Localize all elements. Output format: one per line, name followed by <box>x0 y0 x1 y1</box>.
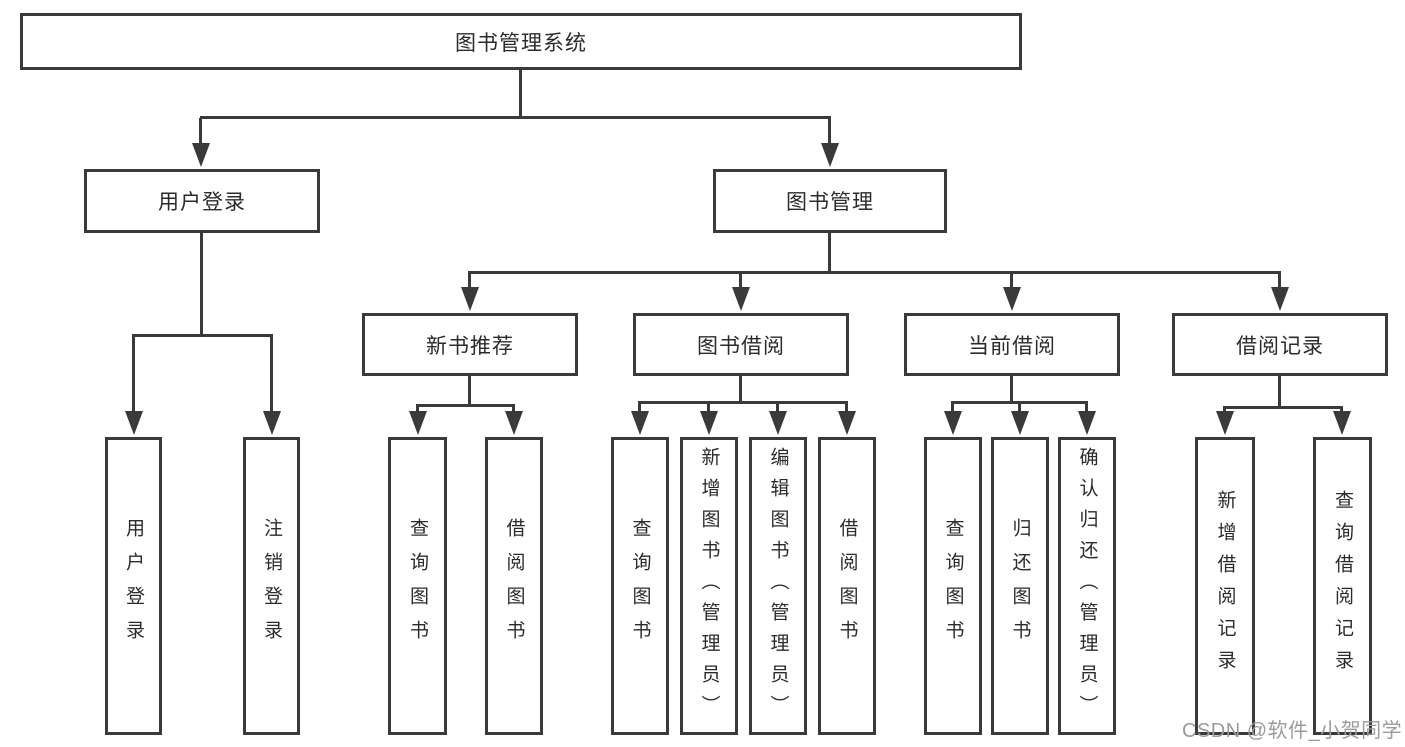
arrow-down-icon <box>700 411 718 435</box>
arrow-down-icon <box>1271 287 1289 311</box>
connector-line <box>1223 408 1226 413</box>
arrow-down-icon <box>1011 411 1029 435</box>
arrow-down-icon <box>461 287 479 311</box>
connector-line <box>132 336 135 413</box>
connector-line <box>199 118 202 145</box>
connector-line <box>270 336 273 413</box>
watermark-text: CSDN @软件_小贺同学 <box>1182 720 1403 742</box>
connector-line <box>468 271 1281 274</box>
connector-line <box>739 376 742 403</box>
arrow-down-icon <box>125 411 143 435</box>
leaf-query-books-borrowing: 查询图书 <box>611 437 669 735</box>
connector-line <box>828 233 831 274</box>
node-borrowing-records-label: 借阅记录 <box>1236 334 1324 358</box>
connector-line <box>951 403 954 413</box>
connector-line <box>132 334 273 337</box>
node-book-management-label: 图书管理 <box>786 191 874 214</box>
connector-line <box>1018 403 1021 413</box>
node-new-book-recommendation: 新书推荐 <box>362 313 578 376</box>
node-new-book-recommendation-label: 新书推荐 <box>426 334 514 358</box>
arrow-down-icon <box>1216 411 1234 435</box>
connector-line <box>1010 376 1013 403</box>
arrow-down-icon <box>1003 287 1021 311</box>
connector-line <box>468 376 471 406</box>
node-borrowing-records: 借阅记录 <box>1172 313 1388 376</box>
connector-line <box>828 118 831 145</box>
connector-line <box>638 401 848 404</box>
node-book-borrowing: 图书借阅 <box>633 313 849 376</box>
node-user-login: 用户登录 <box>84 169 320 233</box>
leaf-query-borrow-record-label: 查询借阅记录 <box>1332 490 1353 682</box>
arrow-down-icon <box>1333 411 1351 435</box>
arrow-down-icon <box>409 411 427 435</box>
connector-line <box>739 273 742 289</box>
connector-line <box>638 403 641 413</box>
arrow-down-icon <box>631 411 649 435</box>
leaf-borrow-books: 借阅图书 <box>818 437 876 735</box>
leaf-add-books-admin-label: 新增图书（管理员） <box>698 446 720 726</box>
leaf-confirm-return-admin: 确认归还（管理员） <box>1058 437 1116 735</box>
leaf-return-books-label: 归还图书 <box>1009 518 1031 654</box>
node-library-system: 图书管理系统 <box>20 13 1022 70</box>
leaf-query-books-recommend-label: 查询图书 <box>407 518 428 654</box>
leaf-query-books-borrowing-label: 查询图书 <box>629 518 651 654</box>
connector-line <box>1278 376 1281 408</box>
leaf-logout-label: 注销登录 <box>261 518 282 654</box>
connector-line <box>200 116 831 119</box>
leaf-borrow-books-recommend: 借阅图书 <box>485 437 543 735</box>
leaf-borrow-books-label: 借阅图书 <box>836 518 858 654</box>
node-book-borrowing-label: 图书借阅 <box>697 334 785 358</box>
node-current-borrowing: 当前借阅 <box>904 313 1120 376</box>
leaf-logout: 注销登录 <box>243 437 300 735</box>
connector-line <box>512 406 515 413</box>
leaf-confirm-return-admin-label: 确认归还（管理员） <box>1076 446 1098 726</box>
node-user-login-label: 用户登录 <box>158 191 246 214</box>
arrow-down-icon <box>821 143 839 167</box>
arrow-down-icon <box>732 287 750 311</box>
leaf-add-borrow-record-label: 新增借阅记录 <box>1214 490 1236 682</box>
node-library-system-label: 图书管理系统 <box>455 31 587 55</box>
node-current-borrowing-label: 当前借阅 <box>968 334 1056 358</box>
connector-line <box>468 273 471 289</box>
connector-line <box>951 401 1088 404</box>
connector-line <box>1223 406 1343 409</box>
leaf-query-books-current: 查询图书 <box>924 437 982 735</box>
arrow-down-icon <box>192 143 210 167</box>
leaf-edit-books-admin: 编辑图书（管理员） <box>749 437 807 735</box>
connector-line <box>707 403 710 413</box>
leaf-query-books-current-label: 查询图书 <box>942 518 964 654</box>
leaf-user-login-label: 用户登录 <box>123 518 144 654</box>
connector-line <box>845 403 848 413</box>
arrow-down-icon <box>944 411 962 435</box>
connector-line <box>200 233 203 336</box>
leaf-edit-books-admin-label: 编辑图书（管理员） <box>767 446 789 726</box>
connector-line <box>1010 273 1013 289</box>
leaf-query-borrow-record: 查询借阅记录 <box>1313 437 1372 735</box>
leaf-return-books: 归还图书 <box>991 437 1049 735</box>
leaf-query-books-recommend: 查询图书 <box>388 437 447 735</box>
connector-line <box>519 70 522 118</box>
connector-line <box>416 406 419 413</box>
leaf-add-books-admin: 新增图书（管理员） <box>680 437 738 735</box>
leaf-borrow-books-recommend-label: 借阅图书 <box>503 518 525 654</box>
arrow-down-icon <box>1078 411 1096 435</box>
arrow-down-icon <box>838 411 856 435</box>
connector-line <box>1085 403 1088 413</box>
arrow-down-icon <box>263 411 281 435</box>
connector-line <box>1278 273 1281 289</box>
connector-line <box>776 403 779 413</box>
leaf-user-login: 用户登录 <box>105 437 162 735</box>
arrow-down-icon <box>505 411 523 435</box>
node-book-management: 图书管理 <box>713 169 947 233</box>
connector-line <box>416 404 515 407</box>
connector-line <box>1340 408 1343 413</box>
arrow-down-icon <box>769 411 787 435</box>
leaf-add-borrow-record: 新增借阅记录 <box>1195 437 1255 735</box>
